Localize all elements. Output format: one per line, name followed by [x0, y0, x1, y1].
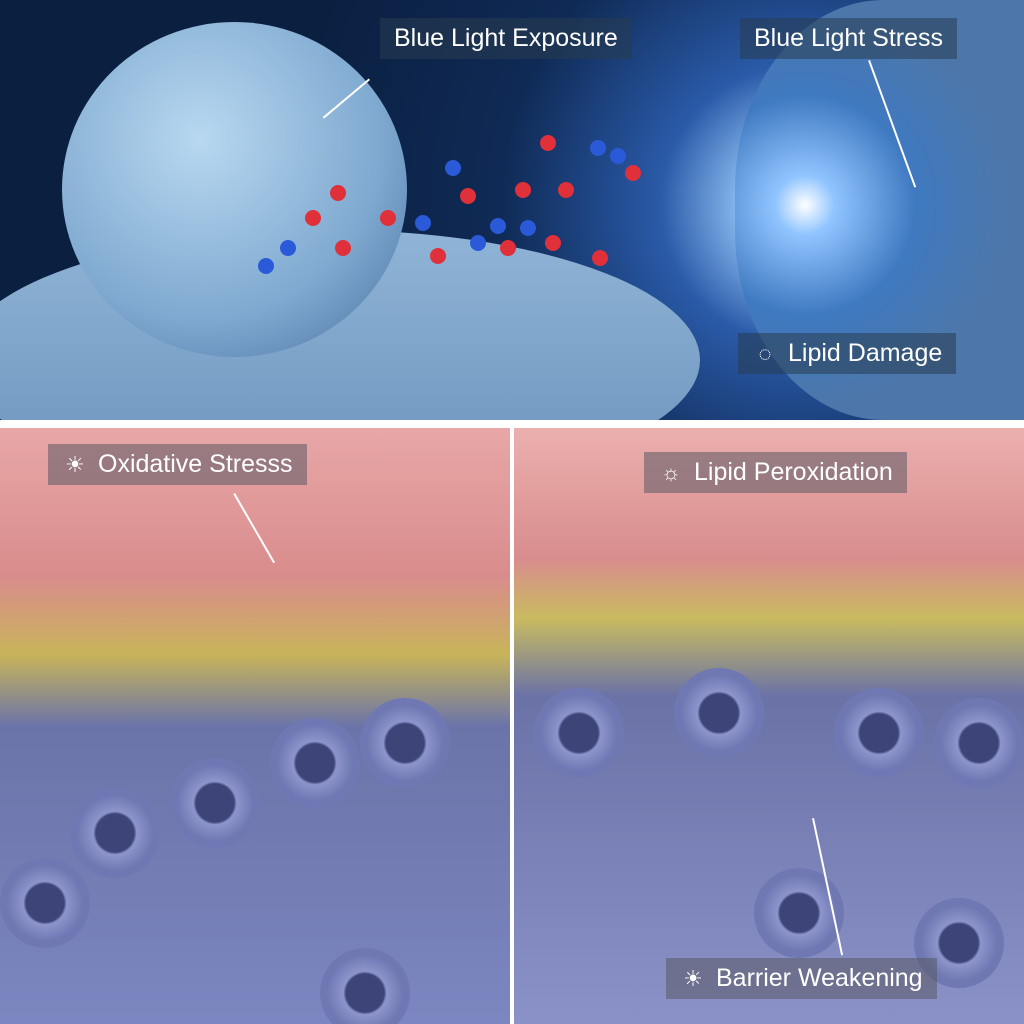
free-radical-particle [258, 258, 274, 274]
label-text: Lipid Peroxidation [694, 458, 893, 486]
free-radical-particle [610, 148, 626, 164]
free-radical-particle [460, 188, 476, 204]
label-text: Lipid Damage [788, 339, 943, 367]
oxidative-stress-panel: ☀ Oxidative Stresss [0, 428, 510, 1024]
free-radical-particle [470, 235, 486, 251]
free-radical-particle [520, 220, 536, 236]
cell-sphere [62, 22, 407, 357]
free-radical-particle [335, 240, 351, 256]
label-blue-light-stress: Blue Light Stress [740, 18, 957, 59]
free-radical-particle [415, 215, 431, 231]
free-radical-particle [545, 235, 561, 251]
label-barrier-weakening: ☀ Barrier Weakening [666, 958, 937, 999]
label-text: Blue Light Stress [754, 24, 943, 52]
free-radical-particle [280, 240, 296, 256]
label-oxidative-stress: ☀ Oxidative Stresss [48, 444, 307, 485]
label-lipid-damage: ◌ Lipid Damage [738, 333, 957, 374]
blue-light-exposure-panel: Blue Light Exposure Blue Light Stress ◌ L… [0, 0, 1024, 420]
free-radical-particle [430, 248, 446, 264]
free-radical-particle [330, 185, 346, 201]
free-radical-particle [590, 140, 606, 156]
lipid-peroxidation-panel: ☼ Lipid Peroxidation ☀ Barrier Weakening [514, 428, 1024, 1024]
free-radical-particle [558, 182, 574, 198]
label-text: Blue Light Exposure [394, 24, 618, 52]
free-radical-particle [592, 250, 608, 266]
free-radical-particle [490, 218, 506, 234]
free-radical-particle [445, 160, 461, 176]
sun-icon: ☼ [660, 459, 682, 485]
divider [0, 420, 1024, 428]
free-radical-particle [305, 210, 321, 226]
free-radical-particle [625, 165, 641, 181]
dotted-circle-icon: ◌ [758, 340, 772, 366]
free-radical-particle [515, 182, 531, 198]
free-radical-particle [540, 135, 556, 151]
label-lipid-peroxidation: ☼ Lipid Peroxidation [644, 452, 907, 493]
label-text: Barrier Weakening [716, 964, 923, 992]
sun-icon: ☀ [683, 965, 703, 991]
arrow [233, 493, 275, 564]
divider [510, 428, 514, 748]
sun-droplet-icon: ☀ [65, 451, 85, 477]
free-radical-particle [500, 240, 516, 256]
label-text: Oxidative Stresss [98, 450, 293, 478]
free-radical-particle [380, 210, 396, 226]
label-blue-light-exposure: Blue Light Exposure [380, 18, 632, 59]
